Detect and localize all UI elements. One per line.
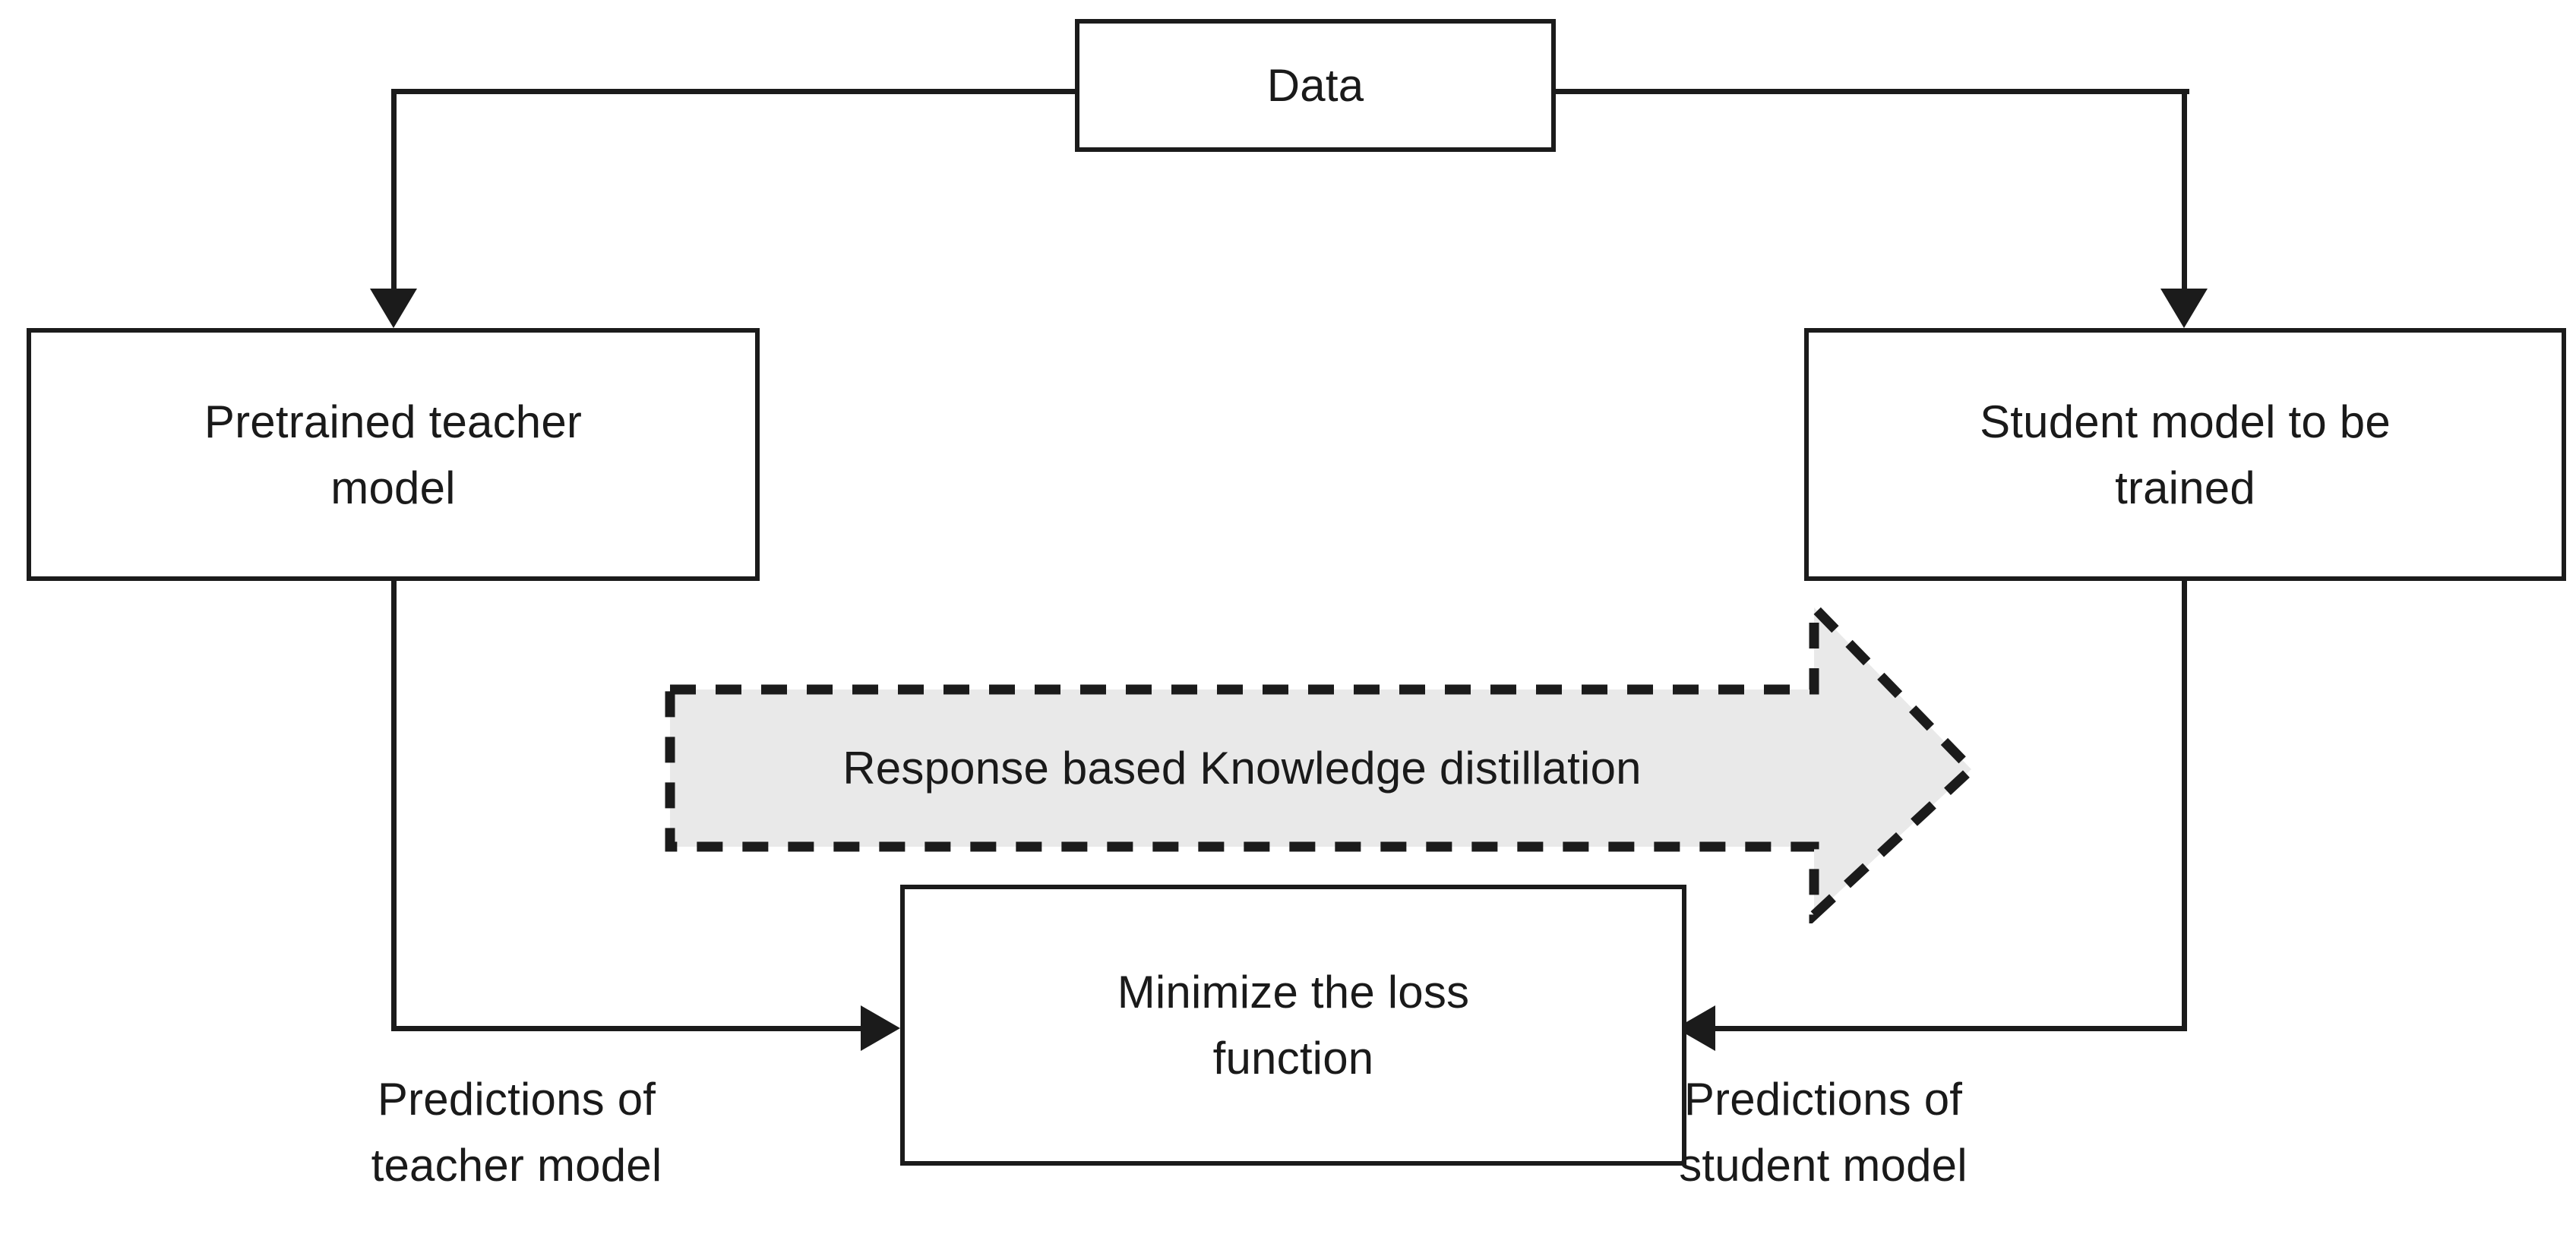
edge-label-teacher-predictions: Predictions of teacher model: [371, 1074, 662, 1191]
connector-data-to-student: [2182, 89, 2187, 317]
connector-teacher-to-loss-horizontal: [391, 1026, 872, 1031]
arrowhead-down-student-icon: [2160, 289, 2208, 328]
knowledge-distillation-arrow: [655, 600, 1980, 923]
connector-data-to-teacher: [391, 89, 397, 317]
node-student-model-to-be-trained[interactable]: Student model to be trained: [1804, 328, 2566, 581]
node-minimize-loss-function[interactable]: Minimize the loss function: [900, 885, 1686, 1166]
node-pretrained-teacher-model[interactable]: Pretrained teacher model: [27, 328, 760, 581]
node-student-label: Student model to be trained: [1980, 396, 2391, 513]
node-loss-label: Minimize the loss function: [1117, 967, 1470, 1084]
arrowhead-down-teacher-icon: [370, 289, 417, 328]
connector-teacher-to-loss-vertical: [391, 579, 397, 1031]
node-data-label: Data: [1266, 60, 1364, 111]
arrowhead-right-loss-icon: [861, 1005, 900, 1051]
connector-student-to-loss-horizontal: [1715, 1026, 2187, 1031]
connector-student-to-loss-vertical: [2182, 579, 2187, 1031]
node-teacher-label: Pretrained teacher model: [204, 396, 583, 513]
node-data[interactable]: Data: [1075, 19, 1556, 152]
edge-label-student-predictions: Predictions of student model: [1679, 1074, 1968, 1191]
